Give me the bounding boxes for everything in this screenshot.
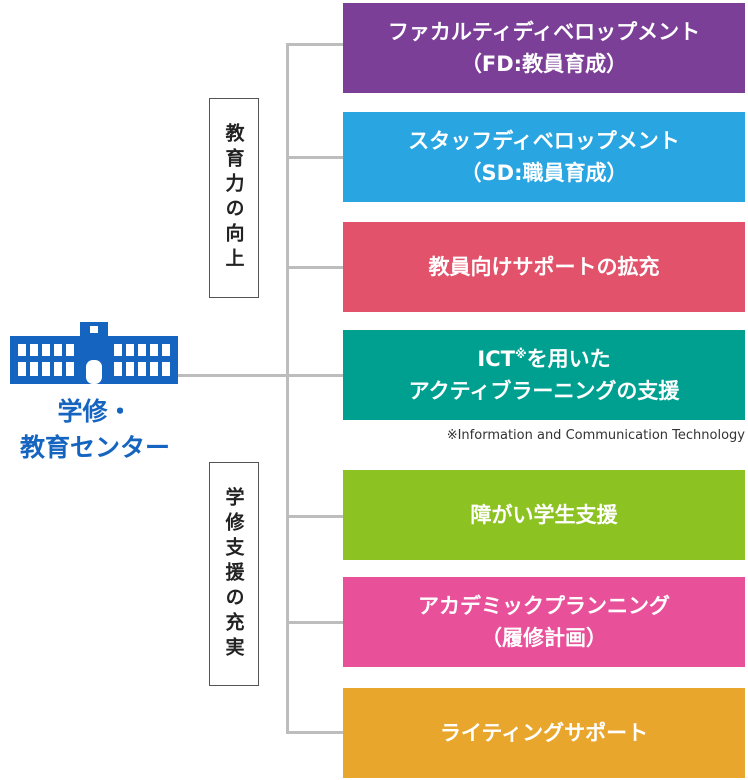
item-2-line1: スタッフディベロップメント [408, 129, 680, 153]
center-label: 学修・ 教育センター [0, 394, 190, 466]
connector-branch-5 [286, 515, 343, 518]
group-label-education-text: 教育力の向上 [222, 123, 245, 273]
school-building-icon [10, 322, 178, 384]
item-faculty-development: ファカルティディベロップメント （FD:教員育成） [343, 3, 745, 93]
center-label-line1: 学修・ [57, 397, 133, 426]
item-1-line2: （FD:教員育成） [460, 52, 628, 76]
group-label-learning-support-text: 学修支援の充実 [222, 486, 245, 662]
item-faculty-support: 教員向けサポートの拡充 [343, 222, 745, 312]
center-label-line2: 教育センター [19, 433, 170, 462]
connector-center [178, 374, 288, 377]
item-disability-support: 障がい学生支援 [343, 470, 745, 560]
item-6-line2: （履修計画） [481, 626, 607, 650]
item-staff-development: スタッフディベロップメント （SD:職員育成） [343, 112, 745, 202]
ict-footnote: ※Information and Communication Technolog… [446, 428, 745, 443]
item-writing-support: ライティングサポート [343, 688, 745, 778]
connector-branch-2 [286, 156, 343, 159]
item-4-line2: アクティブラーニングの支援 [408, 379, 680, 403]
connector-branch-4 [286, 374, 343, 377]
item-4-ict: ICT [477, 347, 515, 371]
item-academic-planning: アカデミックプランニング （履修計画） [343, 577, 745, 667]
group-label-learning-support: 学修支援の充実 [209, 462, 259, 686]
item-2-line2: （SD:職員育成） [460, 161, 628, 185]
item-ict-active-learning: ICT※を用いた アクティブラーニングの支援 [343, 330, 745, 420]
connector-branch-3 [286, 266, 343, 269]
item-7-line1: ライティングサポート [439, 721, 649, 745]
connector-branch-6 [286, 621, 343, 624]
item-1-line1: ファカルティディベロップメント [387, 20, 701, 44]
item-4-footnote-mark: ※ [514, 347, 527, 361]
item-3-line1: 教員向けサポートの拡充 [428, 255, 660, 279]
item-6-line1: アカデミックプランニング [418, 594, 670, 618]
connector-branch-7 [286, 731, 343, 734]
connector-branch-1 [286, 43, 343, 46]
item-4-line1: ICT※を用いた [477, 343, 610, 375]
item-4-tail: を用いた [526, 347, 611, 371]
group-label-education: 教育力の向上 [209, 98, 259, 298]
connector-trunk [286, 43, 289, 733]
item-5-line1: 障がい学生支援 [470, 503, 618, 527]
